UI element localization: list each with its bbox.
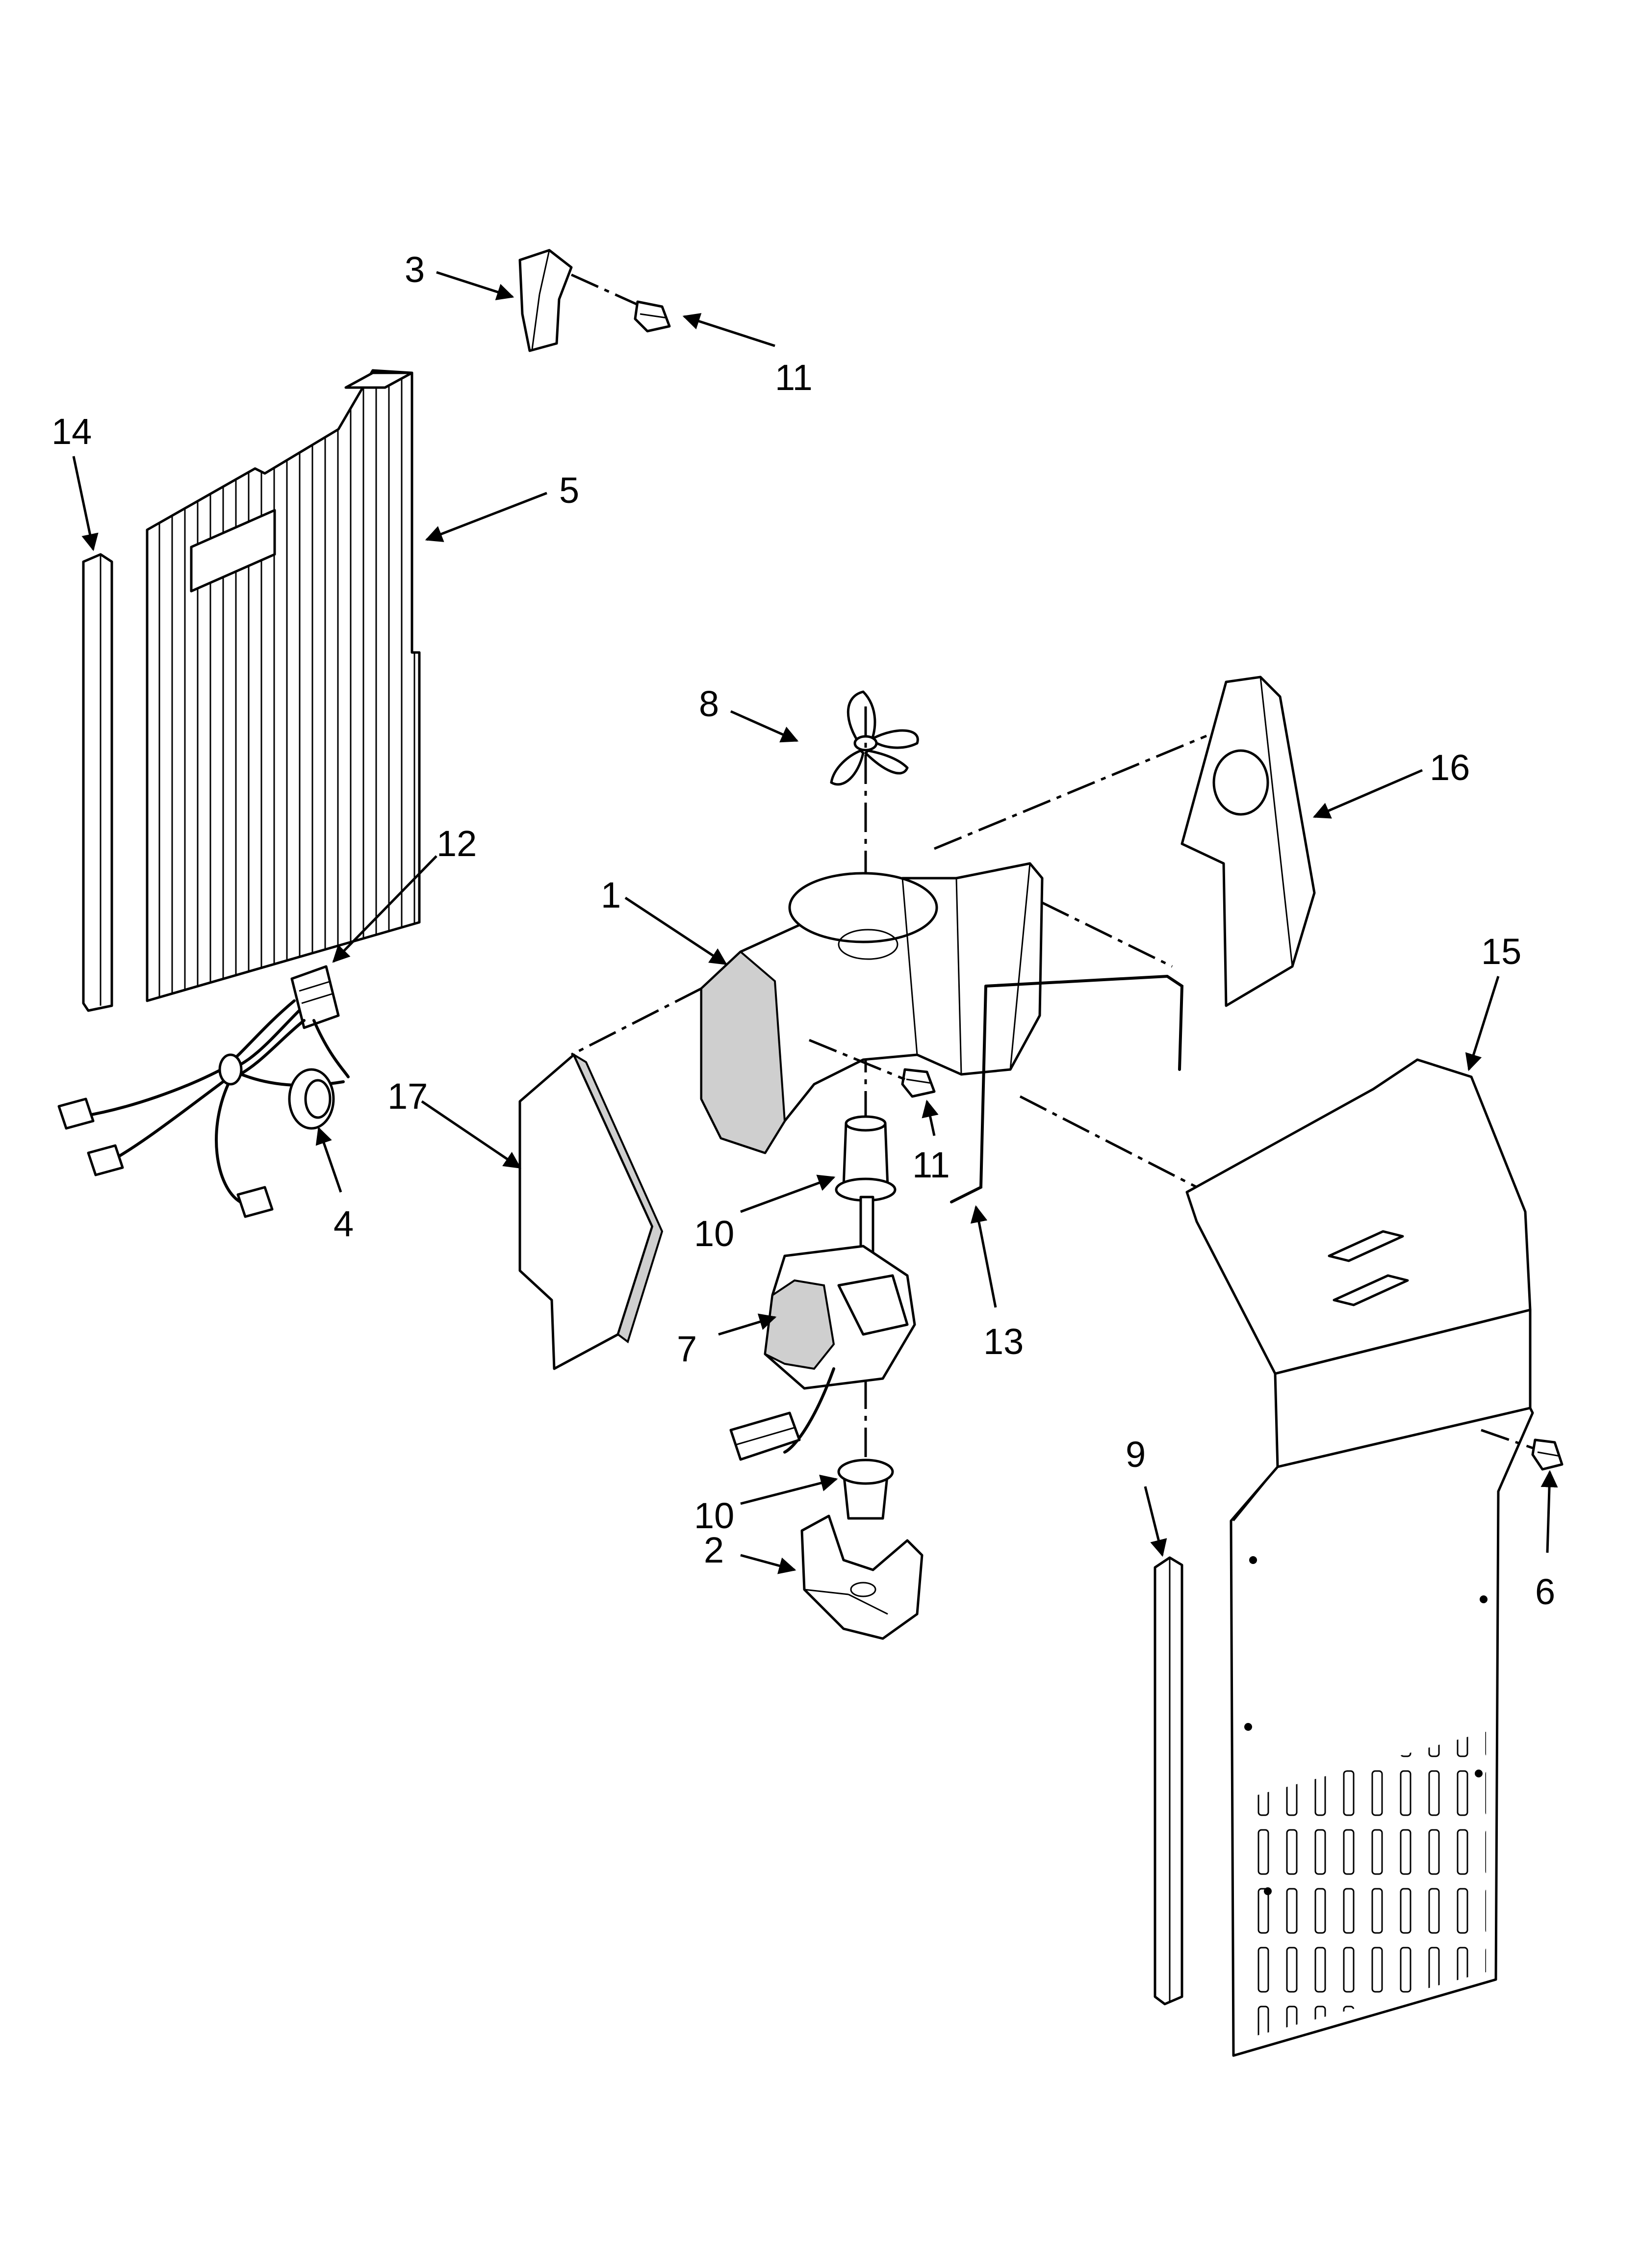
part-9-gasket-strip: [1154, 1556, 1183, 2006]
housing-bracket-axis: [1041, 901, 1173, 968]
part-15-front-panel: [1185, 1058, 1534, 2057]
part-17-duct-cover: [518, 1052, 664, 1370]
part-7-fan-motor: [729, 1196, 916, 1461]
leader-lines: [72, 271, 1558, 1574]
housing-cover-axis-upper: [934, 734, 1207, 850]
part-14-gasket-strip: [82, 553, 113, 1012]
callout-10-lower: 10: [694, 1495, 734, 1536]
callout-10-upper: 10: [694, 1213, 734, 1254]
callout-17: 17: [387, 1076, 428, 1117]
part-6-screw: [1531, 1438, 1564, 1471]
part-3-bracket: [518, 249, 573, 352]
callout-7: 7: [677, 1329, 697, 1369]
part-8-fan-blade: [830, 690, 919, 786]
part-11-screw-mid: [901, 1068, 936, 1098]
callout-11-top: 11: [775, 357, 813, 398]
screw-axis-top: [570, 273, 648, 311]
callout-15: 15: [1481, 931, 1521, 972]
callout-1: 1: [601, 875, 621, 915]
callout-5: 5: [559, 470, 579, 511]
callout-9: 9: [1126, 1434, 1146, 1475]
part-10-grommet-upper: [835, 1115, 897, 1202]
callout-4: 4: [334, 1203, 354, 1244]
callout-16: 16: [1430, 747, 1470, 788]
part-4-grommet: [288, 1068, 335, 1130]
part-2-motor-bracket: [800, 1514, 924, 1640]
screw-axis-right: [1481, 1429, 1538, 1451]
part-1-fan-housing: [700, 862, 1044, 1154]
part-11-screw-top: [634, 300, 671, 333]
callout-13: 13: [983, 1321, 1024, 1362]
part-5-rear-panel: [146, 369, 421, 1002]
callout-labels: 3 11 14 5 8 16 12 1 15 17 4 11 10 13 7 9…: [51, 249, 1555, 1612]
part-13-wire-bracket: [950, 974, 1184, 1203]
part-16-duct-cover: [1180, 676, 1316, 1007]
part-12-wire-harness: [57, 965, 350, 1218]
housing-panel-axis: [1019, 1095, 1207, 1194]
part-10-grommet-lower: [837, 1459, 894, 1520]
callout-2: 2: [704, 1530, 724, 1570]
housing-cover-axis-left: [570, 987, 702, 1056]
callout-8: 8: [699, 683, 719, 724]
callout-14: 14: [51, 411, 92, 452]
screw-axis-mid: [809, 1039, 905, 1081]
callout-6: 6: [1535, 1571, 1555, 1612]
callout-11-mid: 11: [912, 1145, 950, 1185]
callout-12: 12: [436, 823, 477, 864]
callout-3: 3: [405, 249, 425, 290]
